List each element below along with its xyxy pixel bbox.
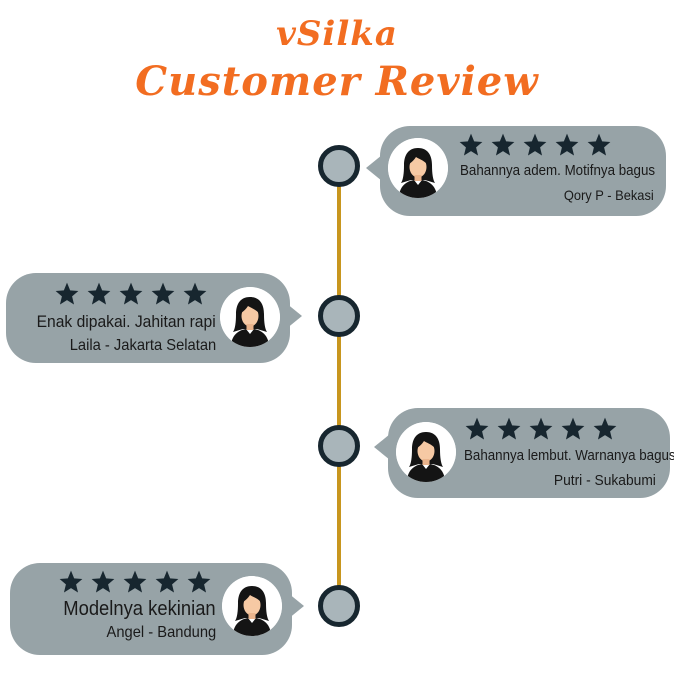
woman-avatar-icon (220, 287, 280, 347)
star-icon (593, 417, 617, 440)
bubble-tail (374, 434, 390, 460)
star-icon (155, 570, 179, 593)
star-icon (587, 133, 611, 156)
rating-stars (458, 132, 612, 158)
review-text: Modelnya kekinian (63, 598, 216, 620)
brand-title: vSilka (276, 14, 398, 54)
woman-avatar-icon (388, 138, 448, 198)
page-title: Customer Review (135, 58, 539, 105)
review-text: Enak dipakai. Jahitan rapi (36, 312, 216, 331)
reviewer-name: Laila - Jakarta Selatan (69, 337, 216, 354)
star-icon (465, 417, 489, 440)
star-icon (523, 133, 547, 156)
star-icon (459, 133, 483, 156)
timeline-node-3 (318, 425, 360, 467)
timeline-line (337, 166, 341, 608)
star-icon (497, 417, 521, 440)
rating-stars (58, 569, 212, 595)
rating-stars (464, 416, 618, 442)
star-icon (119, 282, 143, 305)
woman-avatar-icon (396, 422, 456, 482)
reviewer-name: Angel - Bandung (106, 624, 216, 641)
review-text: Bahannya lembut. Warnanya bagus (464, 448, 674, 464)
star-icon (529, 417, 553, 440)
star-icon (55, 282, 79, 305)
woman-avatar-icon (222, 576, 282, 636)
star-icon (491, 133, 515, 156)
reviewer-name: Qory P - Bekasi (564, 187, 654, 203)
review-text: Bahannya adem. Motifnya bagus (460, 163, 656, 179)
star-icon (187, 570, 211, 593)
reviewer-name: Putri - Sukabumi (553, 472, 656, 489)
star-icon (123, 570, 147, 593)
star-icon (555, 133, 579, 156)
star-icon (151, 282, 175, 305)
bubble-tail (286, 303, 302, 329)
timeline-node-4 (318, 585, 360, 627)
star-icon (91, 570, 115, 593)
timeline-node-1 (318, 145, 360, 187)
rating-stars (54, 281, 208, 307)
star-icon (183, 282, 207, 305)
star-icon (561, 417, 585, 440)
bubble-tail (366, 155, 382, 181)
bubble-tail (288, 593, 304, 619)
star-icon (87, 282, 111, 305)
timeline-node-2 (318, 295, 360, 337)
star-icon (59, 570, 83, 593)
